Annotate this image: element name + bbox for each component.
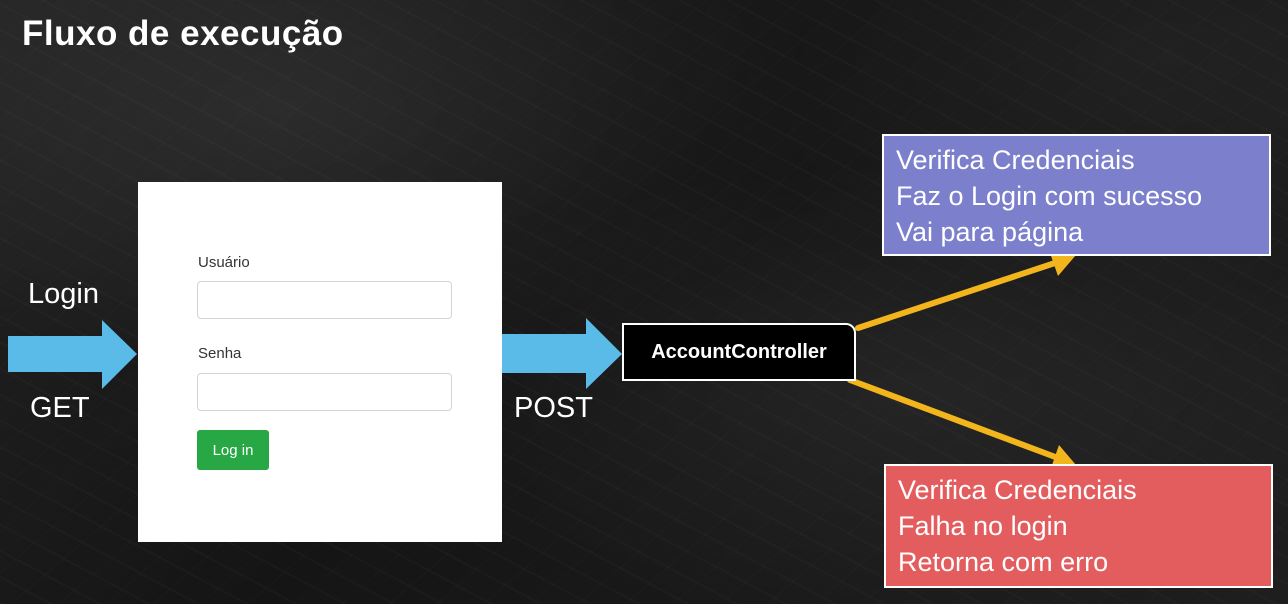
- get-arrow: [8, 320, 137, 389]
- failure-line-3: Retorna com erro: [898, 547, 1109, 577]
- success-line-2: Faz o Login com sucesso: [896, 181, 1203, 211]
- success-outcome-box: Verifica Credenciais Faz o Login com suc…: [882, 134, 1271, 256]
- success-line-1: Verifica Credenciais: [896, 145, 1135, 175]
- failure-line-1: Verifica Credenciais: [898, 475, 1137, 505]
- post-label: POST: [514, 392, 593, 424]
- login-label: Login: [28, 278, 99, 310]
- user-field-label: Usuário: [198, 254, 250, 271]
- password-input[interactable]: [197, 373, 452, 411]
- success-line-3: Vai para página: [896, 217, 1084, 247]
- failure-line-2: Falha no login: [898, 511, 1068, 541]
- post-arrow: [502, 318, 622, 389]
- failure-arrow-line: [847, 377, 1061, 461]
- success-arrow-line: [855, 259, 1061, 331]
- login-form-screenshot: Usuário Senha Log in: [138, 182, 502, 542]
- get-label: GET: [30, 392, 90, 424]
- failure-outcome-box: Verifica Credenciais Falha no login Reto…: [884, 464, 1273, 588]
- password-field-label: Senha: [198, 345, 242, 362]
- page-title: Fluxo de execução: [22, 14, 344, 53]
- account-controller-box: AccountController: [622, 323, 856, 381]
- user-input[interactable]: [197, 281, 452, 319]
- failure-arrow-head: [1051, 445, 1076, 468]
- success-arrow-head: [1050, 253, 1076, 276]
- login-button[interactable]: Log in: [197, 430, 269, 470]
